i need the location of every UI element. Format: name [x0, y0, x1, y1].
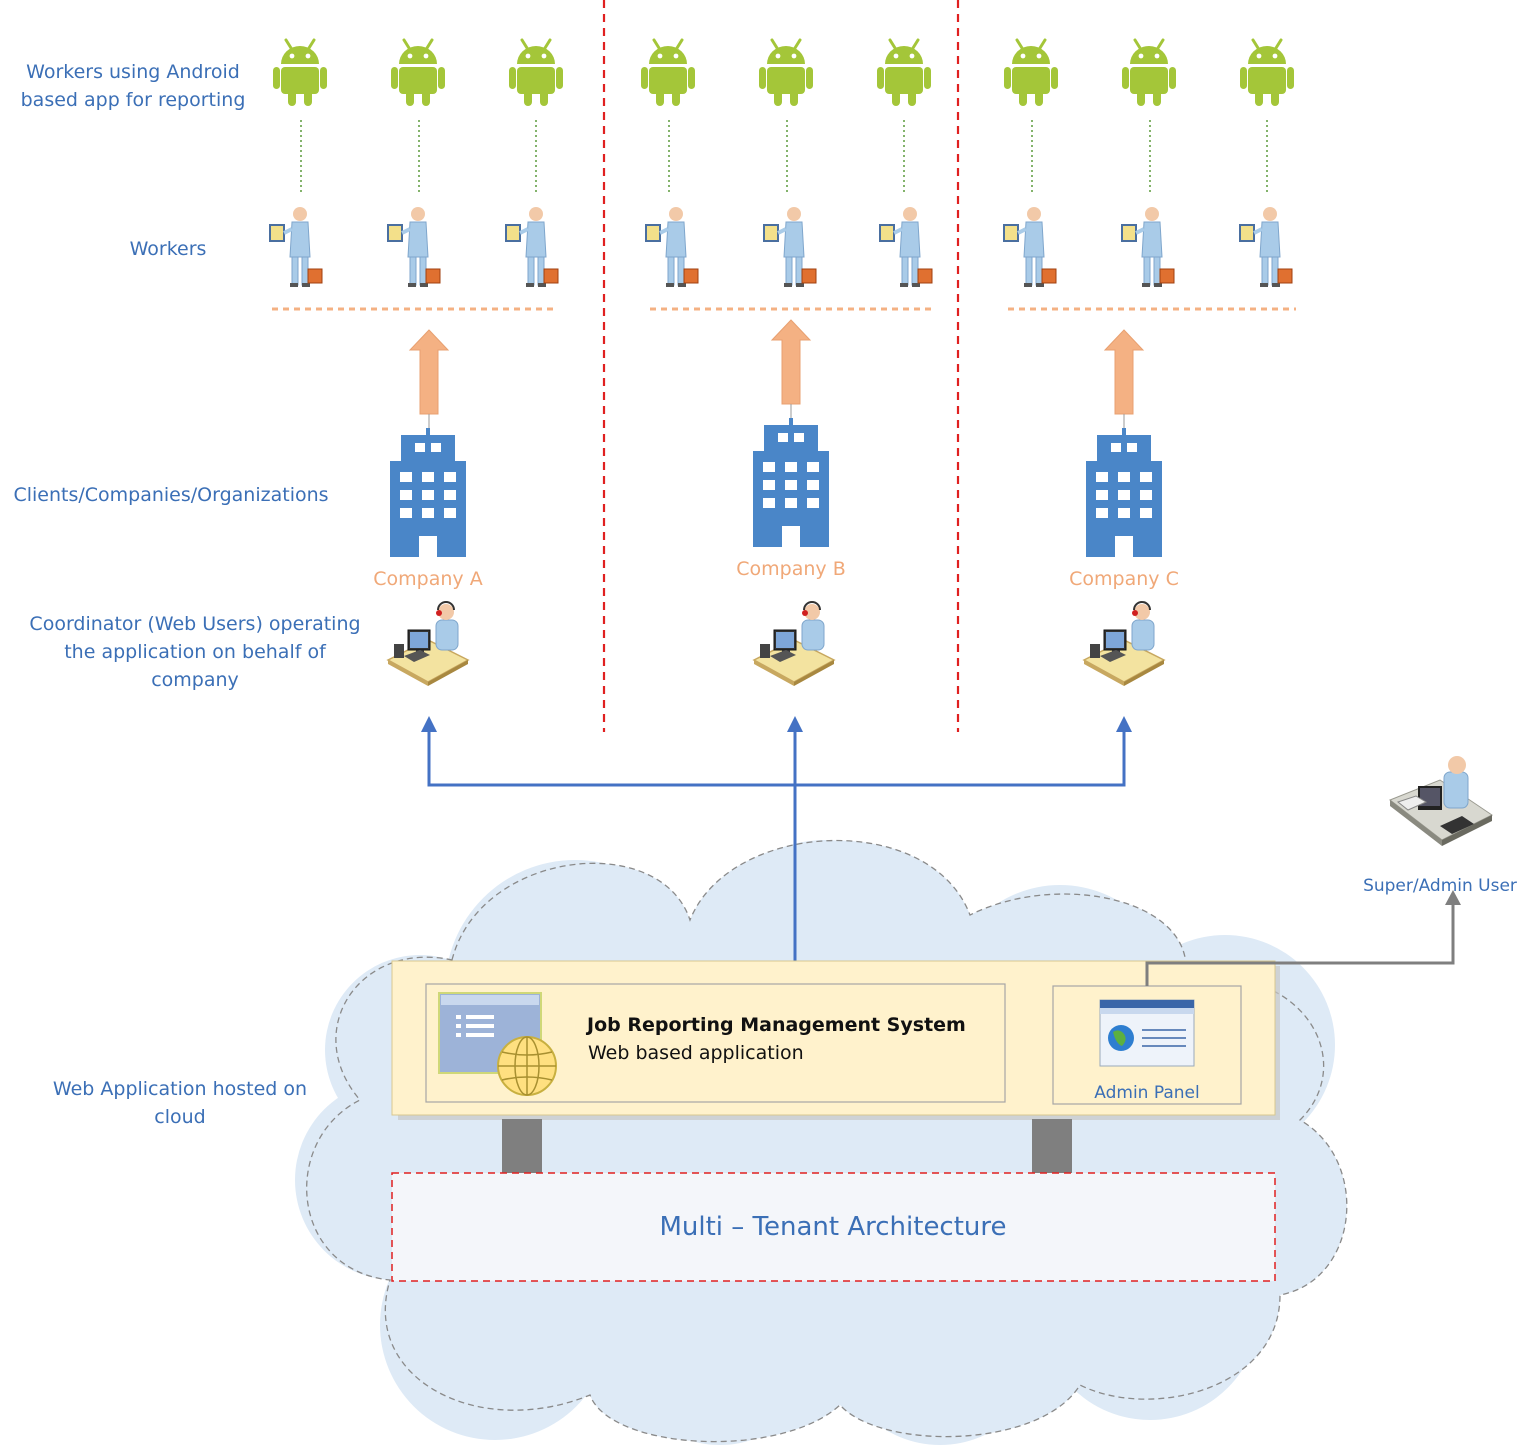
web-user-at-desk-icon [753, 601, 835, 687]
cloud [295, 839, 1348, 1445]
android-worker-connectors [300, 120, 1268, 192]
android-robot-icon [1238, 38, 1296, 108]
company-b-label: Company B [736, 558, 845, 580]
multi-tenant-label: Multi – Tenant Architecture [659, 1212, 1006, 1242]
super-admin-label: Super/Admin User [1363, 876, 1517, 896]
web-application-globe-icon [438, 992, 557, 1096]
admin-connector [1145, 902, 1455, 986]
clients-label: Clients/Companies/Organizations [13, 484, 328, 506]
company-a-label: Company A [373, 568, 482, 590]
worker-with-briefcase-icon [762, 205, 818, 289]
pillar-left [502, 1119, 542, 1173]
android-robot-icon [1120, 38, 1178, 108]
android-label-line2: based app for reporting [21, 89, 246, 111]
android-row [271, 38, 1296, 108]
coordinator-label-line3: company [151, 669, 239, 691]
cloud-label-line1: Web Application hosted on [53, 1078, 307, 1100]
workers-row [268, 205, 1294, 289]
android-label-line1: Workers using Android [26, 61, 240, 83]
android-robot-icon [507, 38, 565, 108]
admin-panel-browser-icon [1099, 999, 1195, 1067]
android-robot-icon [389, 38, 447, 108]
cloud-label-line2: cloud [154, 1106, 205, 1128]
admin-panel-label: Admin Panel [1094, 1083, 1199, 1103]
worker-with-briefcase-icon [878, 205, 934, 289]
coordinator-label-line1: Coordinator (Web Users) operating [29, 613, 360, 635]
android-robot-icon [1002, 38, 1060, 108]
pillar-right [1032, 1119, 1072, 1173]
office-building-icon [1086, 428, 1162, 557]
worker-with-briefcase-icon [386, 205, 442, 289]
worker-with-briefcase-icon [268, 205, 324, 289]
worker-with-briefcase-icon [1238, 205, 1294, 289]
worker-with-briefcase-icon [1002, 205, 1058, 289]
worker-with-briefcase-icon [504, 205, 560, 289]
android-robot-icon [639, 38, 697, 108]
android-robot-icon [875, 38, 933, 108]
multi-tenant-box [391, 1172, 1276, 1282]
web-user-at-desk-icon [387, 601, 469, 687]
company-to-workers-arrows [408, 319, 1145, 415]
system-subtitle: Web based application [588, 1042, 804, 1064]
workers-label: Workers [130, 238, 207, 260]
worker-with-briefcase-icon [1120, 205, 1176, 289]
android-robot-icon [271, 38, 329, 108]
company-c-label: Company C [1069, 568, 1179, 590]
system-title: Job Reporting Management System [585, 1014, 966, 1036]
worker-with-briefcase-icon [644, 205, 700, 289]
admin-user-at-desk-icon [1388, 756, 1493, 846]
android-robot-icon [757, 38, 815, 108]
office-building-icon [390, 428, 466, 557]
distribution-arrows [427, 728, 1126, 962]
office-building-icon [753, 418, 829, 547]
coordinator-label-line2: the application on behalf of [64, 641, 327, 663]
web-user-at-desk-icon [1083, 601, 1165, 687]
